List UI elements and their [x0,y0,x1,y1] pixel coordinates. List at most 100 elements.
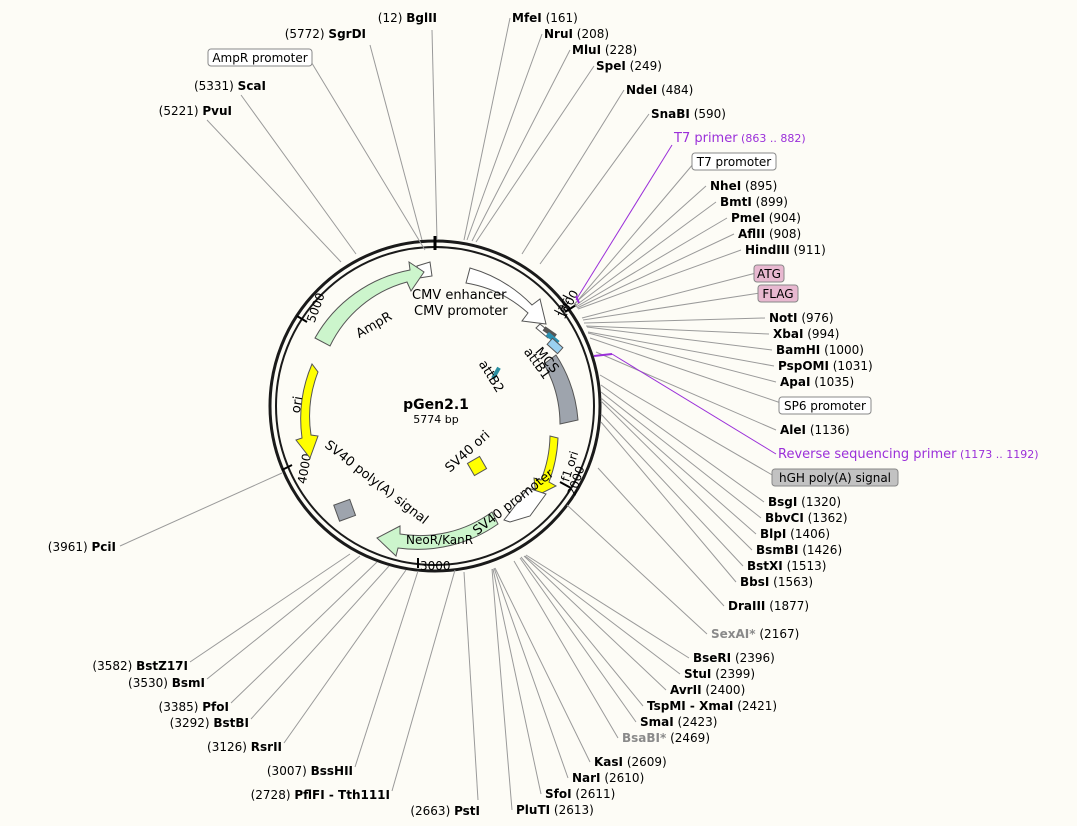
leader-line [573,185,707,305]
f1-ori-arrow [533,435,559,497]
site-tspmi-xmai: TspMI - XmaI (2421) [647,699,777,713]
box-atg [753,264,785,283]
tick-4000 [281,464,293,471]
tick-1000 [564,304,577,313]
site-noti: NotI (976) [769,311,834,325]
primer-leader-line [611,353,777,455]
leader-line [369,44,423,241]
neor-kanr-label: NeoR/KanR [406,533,473,547]
leader-line [206,119,342,263]
sv40-ori-feature [466,455,488,477]
leader-line [600,384,765,503]
site-pspomi: PspOMI (1031) [778,359,873,373]
tick-label-3000: 3000 [420,559,451,573]
site-ndei: NdeI (484) [626,83,693,97]
leader-line [520,556,644,707]
ori-label: ori [289,395,307,414]
leader-line [600,391,762,519]
leader-line [600,413,744,567]
site-labels: (12) BglII(5772) SgrDI(5331) ScaI(5221) … [48,11,1039,818]
site-aflii: AflII (908) [738,227,801,241]
box-ampr-promoter [207,48,313,67]
leader-line [573,162,695,306]
attb2-label: attB2 [475,358,506,396]
leader-line [582,292,761,321]
site-bstxi: BstXI (1513) [747,559,826,573]
leader-line [600,421,737,583]
site-sfoi: SfoI (2611) [545,787,615,801]
site-bseri: BseRI (2396) [693,651,775,665]
plasmid-size: 5774 bp [413,413,458,426]
tick-label-5000: 5000 [304,291,328,324]
leader-line [575,217,728,308]
site-bsshii: (3007) BssHII [267,764,353,778]
leader-line [491,568,513,811]
site-leader-lines [119,17,782,811]
tick-5000 [296,315,308,323]
leader-line [577,249,742,310]
leader-line [595,351,777,431]
sv40-promoter-arrow [503,487,547,523]
primer-t7-primer: T7 primer (863 .. 882) [673,131,806,146]
leader-line [431,29,438,241]
box-t7-promoter [691,152,777,171]
nhei-mcs-mark [542,326,557,339]
leader-line [475,65,595,243]
leader-line [471,49,571,242]
leader-line [283,569,407,744]
site-xbai: XbaI (994) [773,327,840,341]
site-sexai: SexAI* (2167) [711,627,799,641]
box-label-atg: ATG [757,267,781,281]
leader-line [466,33,543,241]
leader-line [581,272,757,319]
leader-line [309,59,426,251]
leader-line [599,374,775,477]
site-pmei: PmeI (904) [731,211,801,225]
leader-line [600,397,757,535]
site-bstbi: (3292) BstBI [170,716,249,730]
leader-line [583,317,766,324]
site-avrii: AvrII (2400) [670,683,745,697]
leader-line [513,560,619,739]
site-blpi: BlpI (1406) [760,527,830,541]
site-pluti: PluTI (2613) [516,803,594,817]
tick-label-4000: 4000 [295,452,314,485]
hgh-polya-feature [543,354,579,425]
box-hgh-poly-a-signal [771,468,899,487]
cmv-enhancer-label: CMV enhancer [412,288,507,303]
leader-line [525,554,690,659]
leader-line [493,567,569,779]
site-mlui: MluI (228) [572,43,637,57]
leader-line [523,555,667,691]
leader-line [391,569,456,792]
site-rsrii: (3126) RsrII [207,740,282,754]
leader-line [463,571,479,801]
box-label-hgh-poly-a-signal: hGH poly(A) signal [779,471,891,485]
leader-line [587,331,775,367]
site-pflfi-tth111i: (2728) PflFI - Tth111I [251,788,390,802]
site-sgrdi: (5772) SgrDI [285,27,366,41]
site-hindiii: HindIII (911) [745,243,826,257]
leader-line [587,332,777,383]
box-sp6-promoter [778,396,872,415]
site-bbsi: BbsI (1563) [740,575,813,589]
leader-line [576,233,735,309]
leader-line [230,561,378,704]
site-pcii: (3961) PciI [48,540,116,554]
box-label-ampr-promoter: AmpR promoter [212,51,307,65]
leader-line [524,555,681,675]
site-bsmi: (3530) BsmI [128,676,205,690]
site-psti: (2663) PstI [410,804,480,818]
cmv-promoter-label: CMV promoter [414,304,508,319]
leader-line [539,113,650,265]
site-bamhi: BamHI (1000) [776,343,864,357]
leader-line [189,553,351,663]
leader-line [589,337,782,404]
site-pvui: (5221) PvuI [159,104,232,118]
leader-line [521,89,625,255]
site-bstz17i: (3582) BstZ17I [92,659,188,673]
site-nari: NarI (2610) [572,771,644,785]
leader-line [574,201,717,307]
site-nrui: NruI (208) [544,27,609,41]
site-kasi: KasI (2609) [594,755,667,769]
